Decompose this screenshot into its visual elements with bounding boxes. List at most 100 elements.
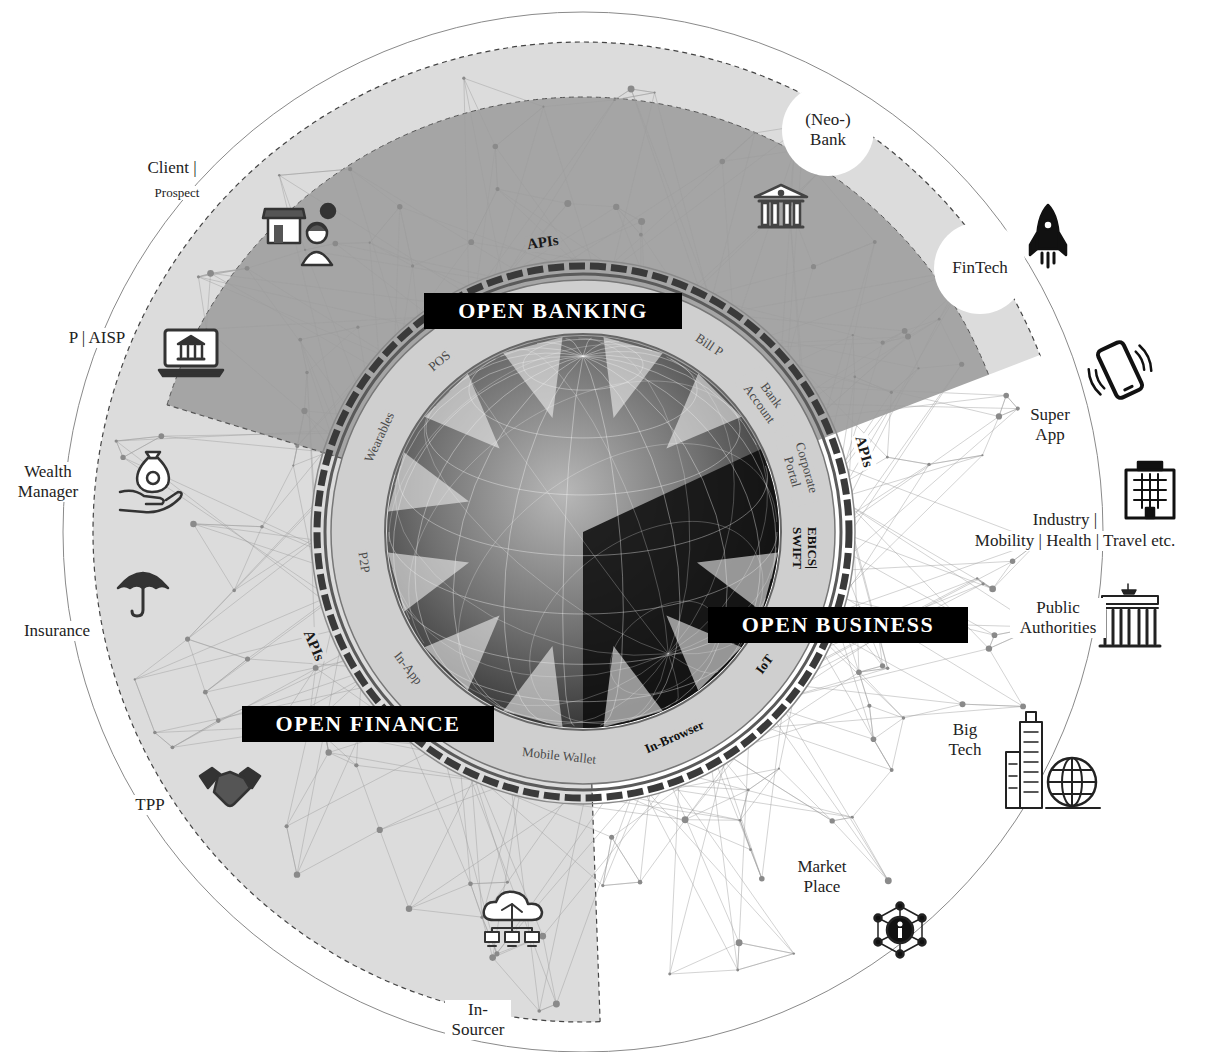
network-line	[188, 639, 248, 659]
spike-triangle	[424, 373, 499, 448]
laptop-bank-icon	[159, 330, 223, 376]
network-line	[740, 790, 748, 820]
network-line	[733, 759, 832, 821]
network-dot	[377, 827, 383, 833]
network-line	[293, 454, 322, 465]
network-dot	[348, 167, 352, 171]
network-line	[471, 780, 556, 1004]
network-line	[135, 639, 188, 679]
network-line	[616, 207, 641, 222]
spike-triangle	[603, 646, 662, 727]
actor-label: Mobility | Health | Travel etc.	[973, 531, 1177, 551]
network-dot	[120, 455, 125, 460]
network-line	[671, 769, 779, 790]
network-dot	[668, 973, 671, 976]
network-line	[640, 235, 641, 267]
network-line	[370, 207, 400, 243]
network-line	[849, 455, 982, 586]
section-title: OPEN BANKING	[458, 298, 648, 323]
network-line	[852, 770, 891, 817]
network-dot	[305, 371, 308, 374]
network-line	[826, 242, 874, 411]
network-dot	[811, 264, 816, 269]
cloud-network-icon-part	[525, 932, 539, 942]
spike-triangle	[503, 337, 562, 418]
network-line	[859, 668, 888, 672]
network-line	[193, 524, 234, 590]
network-line	[395, 207, 400, 336]
network-dot	[1010, 559, 1015, 564]
network-line	[802, 668, 888, 693]
network-line	[326, 738, 356, 765]
network-dot	[654, 91, 656, 93]
handshake-icon	[200, 768, 260, 806]
network-line	[614, 93, 655, 262]
city-gate-icon-part	[1122, 584, 1136, 594]
network-dot	[462, 77, 465, 80]
network-line	[370, 207, 400, 243]
bank-building-icon-part	[779, 191, 783, 195]
network-line	[854, 409, 1017, 552]
network-dot	[867, 704, 871, 708]
network-line	[732, 305, 852, 335]
network-line	[161, 433, 329, 436]
network-dot	[495, 187, 499, 191]
network-dot	[369, 242, 371, 244]
actor-label: FinTech	[952, 258, 1007, 278]
network-line	[464, 78, 469, 285]
network-line	[350, 169, 400, 207]
laptop-bank-icon-part	[165, 330, 217, 366]
network-line	[633, 799, 750, 849]
bank-building-icon-part	[755, 185, 807, 197]
network-line	[908, 319, 939, 336]
network-dot	[506, 881, 509, 884]
network-line	[297, 411, 304, 446]
network-line	[738, 943, 739, 970]
network-line	[248, 659, 347, 666]
network-line	[748, 769, 779, 790]
network-dot	[927, 463, 930, 466]
network-dot	[539, 933, 546, 940]
bank-building-icon-part	[759, 201, 803, 227]
shop-client-icon-part	[274, 225, 283, 243]
network-line	[279, 169, 350, 175]
network-dot	[292, 464, 294, 466]
network-line	[939, 319, 961, 364]
network-line	[852, 561, 1012, 569]
network-dot	[356, 326, 359, 329]
network-line	[631, 89, 707, 290]
network-line	[891, 368, 918, 392]
network-line	[161, 436, 323, 452]
network-line	[304, 372, 307, 410]
network-dot	[682, 816, 689, 823]
money-bag-hand-icon-part	[120, 491, 182, 513]
network-dot	[185, 637, 190, 642]
network-line	[642, 222, 644, 267]
laptop-bank-icon-part	[159, 370, 223, 376]
network-line	[603, 798, 639, 885]
money-bag-hand-icon-part	[147, 472, 159, 484]
network-line	[495, 146, 577, 260]
network-line	[493, 800, 628, 957]
network-dot	[494, 951, 499, 956]
network-dot	[851, 816, 854, 819]
network-line	[188, 590, 235, 639]
big-tech-building-globe-icon-part	[1026, 712, 1036, 722]
network-dot	[285, 824, 289, 828]
rocket-icon-part	[1044, 221, 1053, 230]
network-line	[543, 100, 614, 107]
network-line	[603, 882, 640, 885]
bank-building-icon-part	[784, 203, 790, 225]
office-building-icon	[1126, 462, 1174, 518]
rocket-icon-part	[1042, 253, 1054, 267]
handshake-icon-part	[214, 772, 250, 806]
network-line	[603, 837, 612, 885]
actor-label: Market Place	[789, 857, 855, 896]
network-line	[789, 204, 802, 371]
network-line	[807, 687, 963, 705]
network-line	[464, 78, 544, 106]
network-line	[205, 692, 218, 720]
network-line	[350, 169, 399, 331]
network-line	[929, 455, 982, 464]
network-line	[603, 837, 612, 885]
